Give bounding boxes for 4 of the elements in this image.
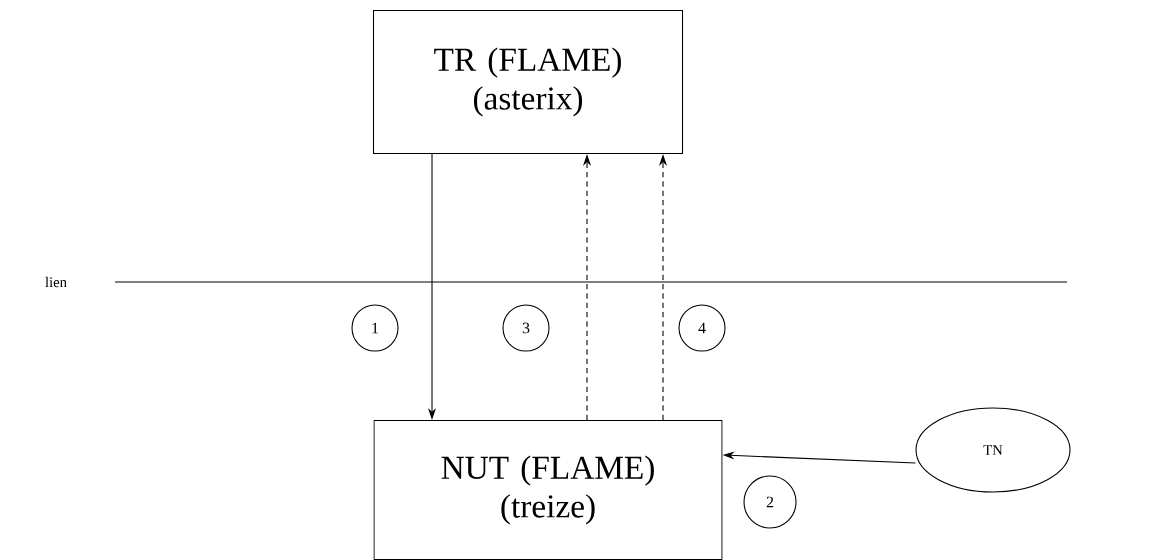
line-label: lien — [45, 276, 67, 288]
ellipse-node: TN — [915, 407, 1071, 493]
process-box: TR (FLAME) (asterix) — [372, 9, 684, 155]
process-box: NUT (FLAME) (treize) — [373, 419, 723, 560]
